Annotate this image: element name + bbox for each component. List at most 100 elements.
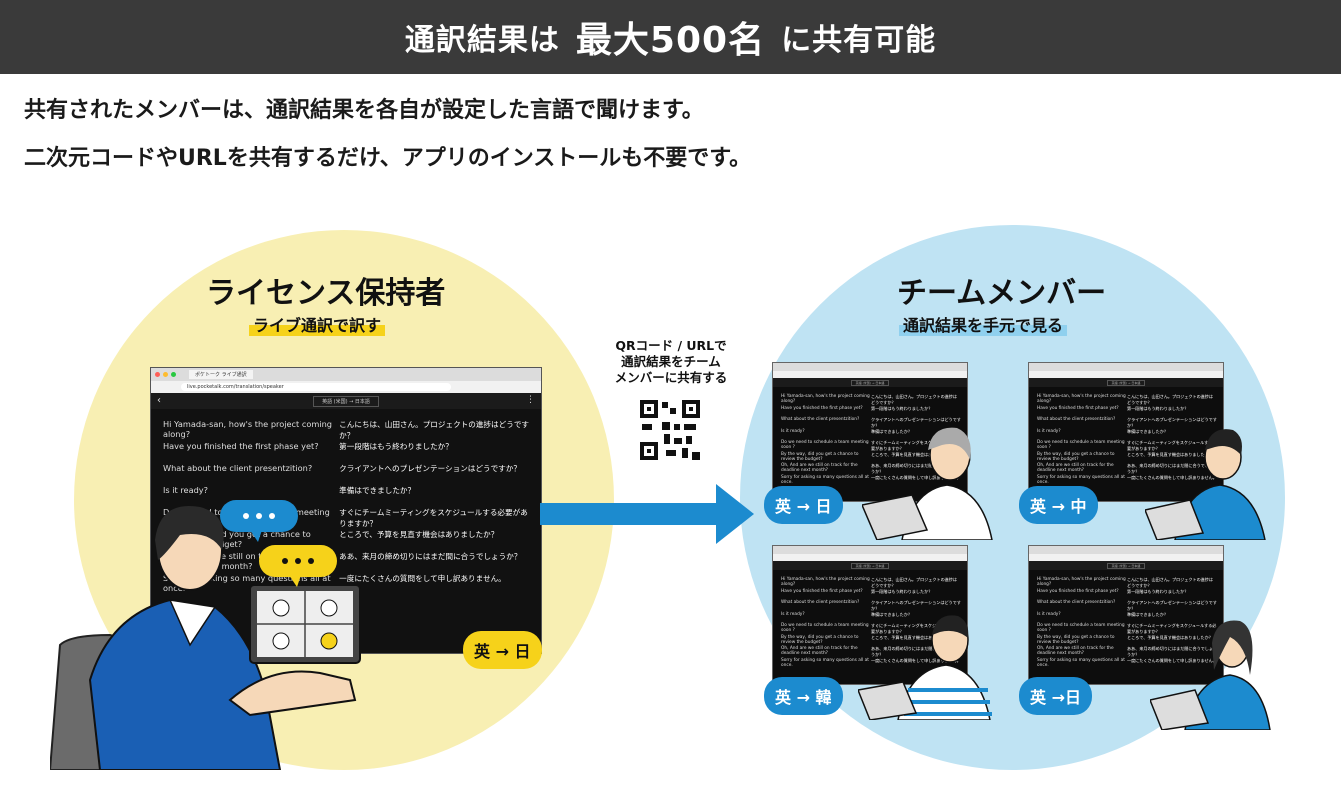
mini-row: Is it ready? 準備はできましたか？: [781, 429, 961, 440]
mini-tr: 一度にたくさんの質問をして申し訳ありません。: [1127, 475, 1217, 480]
member-badge-bottom-left: 英 → 韓: [764, 677, 843, 715]
mini-tr: 第一段階はもう終わりましたか？: [1127, 406, 1189, 411]
mini-tr: 準備はできましたか？: [1127, 612, 1168, 617]
mini-row: Have you finished the first phase yet?第一…: [1037, 589, 1217, 600]
share-arrow: [540, 503, 720, 525]
mini-addr: [1029, 371, 1223, 378]
mini-en: By the way, did you get a chance to revi…: [781, 452, 859, 462]
member-badge-top-right: 英 → 中: [1019, 486, 1098, 524]
mini-tabbar: [773, 363, 967, 371]
mini-tabbar: [1029, 363, 1223, 371]
mini-en: Hi Yamada-san, how's the project coming …: [1037, 577, 1126, 587]
mini-lang-pair: 英語 (米国) → 日本語: [850, 562, 890, 569]
mini-tr: ところで、予算を見直す機会はありましたか？: [1127, 635, 1213, 640]
mini-tr: こんにちは、山田さん。プロジェクトの進捗はどうですか？: [1127, 577, 1213, 588]
mini-en: What about the client presentzition?: [1037, 417, 1116, 422]
japanese-line: こんにちは、山田さん。プロジェクトの進捗はどうですか？: [339, 420, 530, 440]
mini-tr: ところで、予算を見直す機会はありましたか？: [1127, 452, 1213, 457]
lead-line-2: 二次元コードやURLを共有するだけ、アプリのインストールも不要です。: [24, 146, 752, 171]
mini-row: By the way, did you get a chance to revi…: [781, 452, 961, 463]
member-glasses-man-illustration: [858, 615, 992, 720]
minimize-dot-icon[interactable]: [163, 372, 168, 377]
maximize-dot-icon[interactable]: [171, 372, 176, 377]
japanese-line: 第一段階はもう終わりましたか？: [339, 442, 453, 451]
mini-tabbar: [1029, 546, 1223, 554]
transcript-row: What about the client presentzition?クライア…: [163, 463, 531, 485]
mini-lang-pair: 英語 (米国) → 日本語: [1106, 562, 1146, 569]
mini-row: By the way, did you get a chance to revi…: [781, 635, 961, 646]
mini-en: Is it ready?: [1037, 612, 1061, 617]
mini-en: Do we need to schedule a team meeting so…: [781, 623, 869, 633]
qr-code-icon[interactable]: [640, 400, 700, 460]
speech-bubble-blue-icon: [220, 500, 298, 542]
mini-row: Is it ready?準備はできましたか？: [1037, 429, 1217, 440]
url-field[interactable]: live.pocketalk.com/translation/speaker: [181, 383, 451, 391]
mini-tr: 準備はできましたか？: [871, 429, 912, 434]
browser-tab[interactable]: ポケトーク ライブ通訳: [189, 370, 253, 379]
mini-en: Hi Yamada-san, how's the project coming …: [781, 577, 870, 587]
mini-en: Sorry for asking so many questions all a…: [781, 475, 869, 485]
language-pair-selector[interactable]: 英語 (米国) → 日本語: [313, 395, 379, 407]
mini-row: Hi Yamada-san, how's the project coming …: [781, 394, 961, 406]
mini-row: Is it ready? 準備はできましたか？: [1037, 612, 1217, 623]
mini-row: Do we need to schedule a team meeting so…: [1037, 623, 1217, 635]
mini-en: What about the client presentzition?: [1037, 600, 1116, 605]
member-screen-top-right: 英語 (米国) → 日本語 Hi Yamada-san, how's the p…: [1028, 362, 1224, 502]
mini-tr: こんにちは、山田さん。プロジェクトの進捗はどうですか？: [871, 394, 957, 405]
english-line: Hi Yamada-san, how's the project coming …: [163, 419, 332, 439]
japanese-line: ところで、予算を見直す機会はありましたか？: [339, 530, 499, 539]
transcript-row: Hi Yamada-san, how's the project coming …: [163, 419, 531, 441]
share-arrow-head: [716, 484, 754, 544]
member-badge-bottom-right: 英 →日: [1019, 677, 1092, 715]
mini-en: Have you finished the first phase yet?: [781, 406, 863, 411]
mini-transcript: Hi Yamada-san, how's the project coming …: [1029, 387, 1223, 486]
mini-tr: 準備はできましたか？: [871, 612, 912, 617]
speaker-person-illustration: [50, 505, 361, 770]
english-line: Is it ready?: [163, 485, 208, 495]
japanese-line: すぐにチームミーティングをスケジュールする必要がありますか？: [339, 508, 528, 528]
app-bar: ‹ 英語 (米国) → 日本語 ⋮: [151, 393, 541, 409]
mini-en: Is it ready?: [781, 429, 805, 434]
member-screen-bottom-left: 英語 (米国) → 日本語 Hi Yamada-san, how's the p…: [772, 545, 968, 685]
mini-transcript: Hi Yamada-san, how's the project coming …: [773, 387, 967, 486]
mini-en: Do we need to schedule a team meeting so…: [1037, 623, 1125, 633]
mini-tr: 一度にたくさんの質問をして申し訳ありません。: [871, 658, 961, 663]
more-menu-icon[interactable]: ⋮: [526, 395, 535, 405]
mini-transcript: Hi Yamada-san, how's the project coming …: [773, 570, 967, 669]
japanese-line: ああ、来月の締め切りにはまだ間に合うでしょうか？: [339, 552, 522, 561]
close-dot-icon[interactable]: [155, 372, 160, 377]
english-line: Have you finished the first phase yet?: [163, 441, 319, 451]
mini-tr: ああ、来月の締め切りにはまだ間に合うでしょうか？: [871, 646, 957, 657]
back-arrow-icon[interactable]: ‹: [157, 395, 161, 406]
mini-row: Have you finished the first phase yet? 第一…: [781, 406, 961, 417]
mini-en: By the way, did you get a chance to revi…: [1037, 635, 1115, 645]
japanese-line: 準備はできましたか？: [339, 486, 416, 495]
mini-tr: 第一段階はもう終わりましたか？: [871, 589, 933, 594]
transcript-row: Sorry for asking so many questions all a…: [163, 573, 531, 595]
share-description: QRコード / URLで 通訳結果をチーム メンバーに共有する: [612, 338, 730, 386]
share-line-1: QRコード / URLで: [615, 338, 727, 353]
mini-tr: ところで、予算を見直す機会はありましたか？: [871, 452, 957, 457]
mini-tr: ああ、来月の締め切りにはまだ間に合うでしょうか？: [871, 463, 957, 474]
mini-en: Oh, And are we still on track for the de…: [1037, 646, 1114, 656]
mini-row: Oh, And are we still on track for the de…: [1037, 463, 1217, 475]
mini-tr: 第一段階はもう終わりましたか？: [871, 406, 933, 411]
banner-text-highlight: 最大500名: [575, 20, 766, 61]
mini-row: Do we need to schedule a team meeting so…: [781, 440, 961, 452]
mini-appbar: 英語 (米国) → 日本語: [1029, 378, 1223, 387]
mini-row: Sorry for asking so many questions all a…: [1037, 658, 1217, 669]
mini-row: Sorry for asking so many questions all a…: [781, 475, 961, 486]
mini-en: Is it ready?: [781, 612, 805, 617]
member-badge-top-left: 英 → 日: [764, 486, 843, 524]
mini-row: Do we need to schedule a team meeting so…: [1037, 440, 1217, 452]
mini-row: What about the client presentzition?クライア…: [1037, 600, 1217, 612]
mini-en: Oh, And are we still on track for the de…: [1037, 463, 1114, 473]
speech-bubble-yellow-icon: [259, 545, 337, 587]
mini-appbar: 英語 (米国) → 日本語: [773, 561, 967, 570]
main-language-badge: 英 → 日: [463, 631, 542, 669]
mini-row: By the way, did you get a chance to revi…: [1037, 452, 1217, 463]
license-holder-subtitle: ライブ通訳で訳す: [249, 312, 386, 336]
member-woman-2-illustration: [1150, 620, 1271, 730]
english-line: What about the client presentzition?: [163, 463, 313, 473]
mini-tr: ところで、予算を見直す機会はありましたか？: [871, 635, 957, 640]
